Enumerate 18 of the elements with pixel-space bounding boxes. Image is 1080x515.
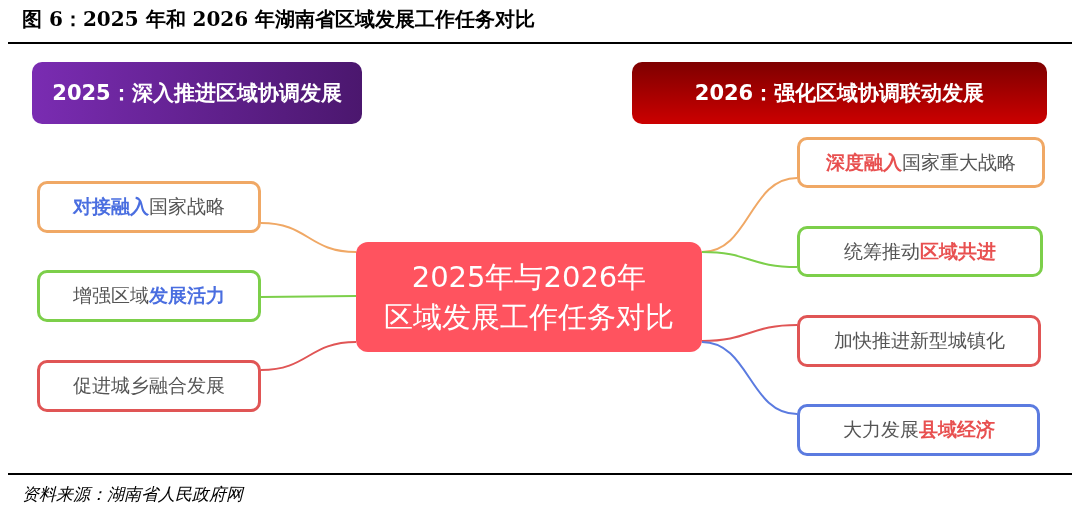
header-banner: 2026：强化区域协调联动发展 [632,62,1047,124]
task-box: 加快推进新型城镇化 [797,315,1041,367]
connector-line [701,251,798,268]
figure-title: 图 6：2025 年和 2026 年湖南省区域发展工作任务对比 [22,6,536,33]
task-box: 大力发展县域经济 [797,404,1040,456]
task-box: 促进城乡融合发展 [37,360,261,412]
task-box: 增强区域发展活力 [37,270,261,322]
connector-line [260,341,357,371]
task-box: 对接融入国家战略 [37,181,261,233]
connector-line [260,295,357,298]
connector-line [260,222,357,253]
header-banner: 2025：深入推进区域协调发展 [32,62,362,124]
source-note: 资料来源：湖南省人民政府网 [22,483,243,506]
connector-line [701,341,798,415]
connector-line [701,324,798,342]
task-box: 深度融入国家重大战略 [797,137,1045,188]
task-box: 统筹推动区域共进 [797,226,1043,277]
center-box: 2025年与2026年区域发展工作任务对比 [356,242,702,352]
